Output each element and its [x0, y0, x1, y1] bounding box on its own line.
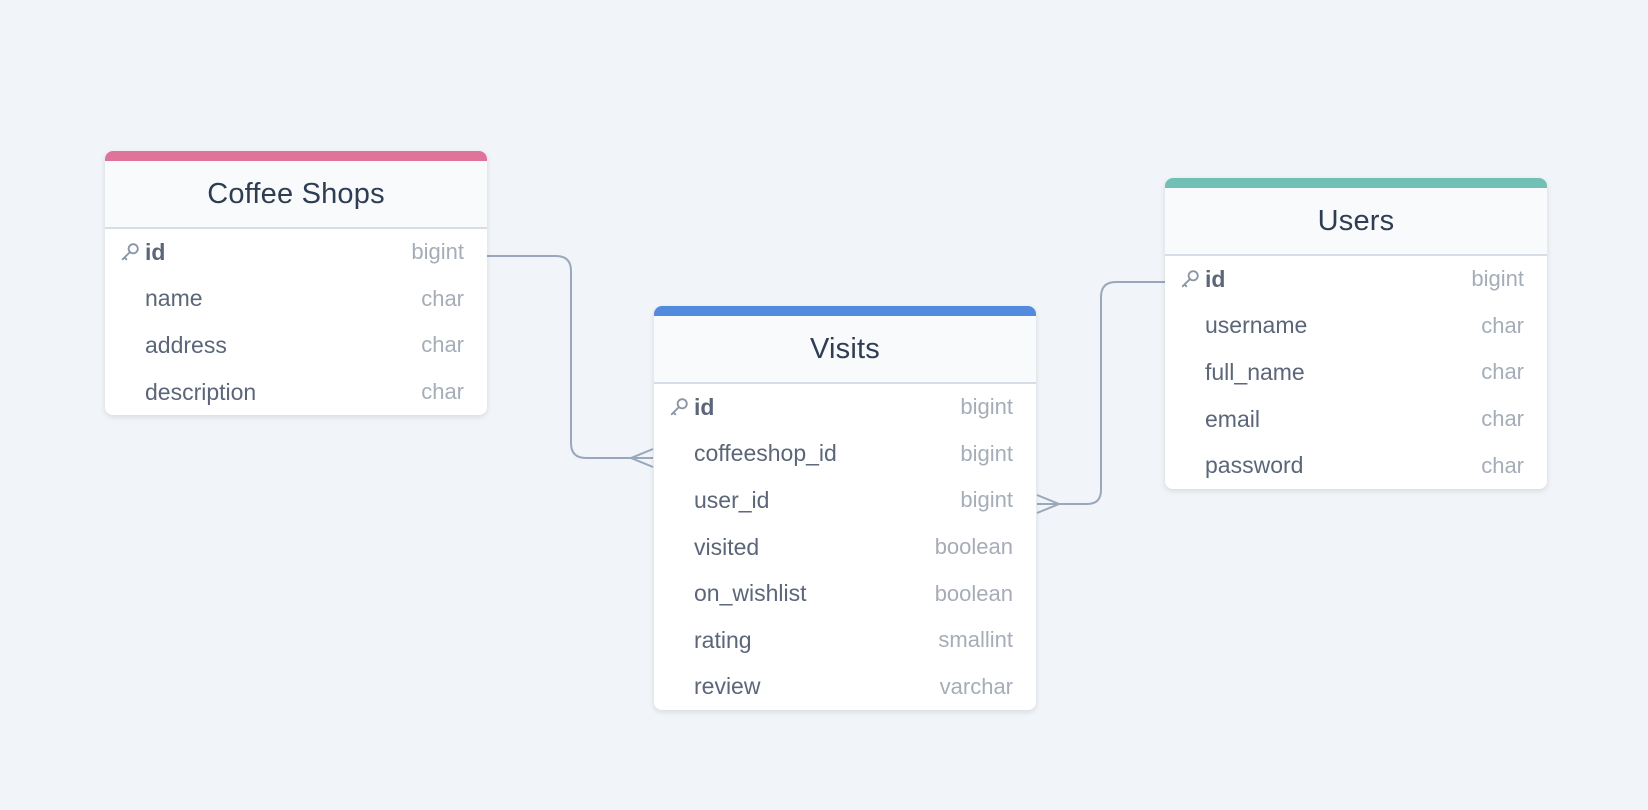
table-row[interactable]: password char	[1165, 442, 1547, 489]
table-row[interactable]: address char	[105, 322, 487, 369]
column-type: bigint	[960, 487, 1013, 513]
table-color-stripe	[654, 306, 1036, 316]
column-type: smallint	[938, 627, 1013, 653]
table-header: Users	[1165, 188, 1547, 256]
column-type: char	[1481, 406, 1524, 432]
column-type: char	[421, 285, 464, 311]
table-row[interactable]: visited boolean	[654, 524, 1036, 571]
column-name: name	[145, 285, 203, 312]
column-name: visited	[694, 533, 760, 560]
crows-foot-visits-user	[1036, 494, 1062, 514]
table-title: Users	[1317, 204, 1395, 237]
column-type: char	[1481, 452, 1524, 478]
column-name: id	[694, 393, 715, 420]
column-name: email	[1205, 405, 1260, 432]
table-row[interactable]: description char	[105, 369, 487, 416]
primary-key-icon	[119, 241, 145, 263]
table-row[interactable]: id bigint	[654, 384, 1036, 431]
table-color-stripe	[105, 151, 487, 161]
column-type: char	[421, 332, 464, 358]
column-name: id	[145, 238, 166, 265]
table-row[interactable]: user_id bigint	[654, 477, 1036, 524]
column-type: bigint	[1471, 266, 1524, 292]
table-title: Visits	[810, 332, 880, 365]
table-users[interactable]: Users id bigint username char full_name …	[1165, 178, 1547, 489]
column-name: review	[694, 673, 761, 700]
table-title: Coffee Shops	[207, 177, 385, 210]
column-type: char	[1481, 359, 1524, 385]
column-name: id	[1205, 265, 1226, 292]
primary-key-icon	[1179, 268, 1205, 290]
column-name: full_name	[1205, 358, 1305, 385]
table-header: Visits	[654, 316, 1036, 384]
table-row[interactable]: review varchar	[654, 664, 1036, 711]
column-type: char	[421, 379, 464, 405]
column-name: on_wishlist	[694, 580, 807, 607]
column-name: address	[145, 331, 227, 358]
column-name: description	[145, 378, 257, 405]
column-name: rating	[694, 626, 752, 653]
column-name: password	[1205, 452, 1304, 479]
column-type: bigint	[960, 440, 1013, 466]
table-columns: id bigint coffeeshop_id bigint user_id b…	[654, 384, 1036, 710]
table-row[interactable]: id bigint	[105, 229, 487, 276]
table-header: Coffee Shops	[105, 161, 487, 229]
column-name: username	[1205, 312, 1308, 339]
column-name: coffeeshop_id	[694, 440, 837, 467]
column-name: user_id	[694, 486, 770, 513]
relation-coffeeshops-to-visits[interactable]	[465, 255, 653, 459]
relation-users-to-visits[interactable]	[1037, 281, 1165, 505]
table-row[interactable]: name char	[105, 276, 487, 323]
table-coffee-shops[interactable]: Coffee Shops id bigint name char address…	[105, 151, 487, 416]
column-type: char	[1481, 312, 1524, 338]
primary-key-icon	[668, 396, 694, 418]
table-columns: id bigint name char address char descrip…	[105, 229, 487, 415]
table-row[interactable]: rating smallint	[654, 617, 1036, 664]
table-row[interactable]: id bigint	[1165, 256, 1547, 303]
table-row[interactable]: on_wishlist boolean	[654, 570, 1036, 617]
crows-foot-visits-coffeeshop	[628, 448, 654, 468]
table-visits[interactable]: Visits id bigint coffeeshop_id bigint us…	[654, 306, 1036, 711]
table-columns: id bigint username char full_name char e…	[1165, 256, 1547, 489]
column-type: boolean	[934, 534, 1013, 560]
table-color-stripe	[1165, 178, 1547, 188]
column-type: boolean	[934, 580, 1013, 606]
column-type: bigint	[411, 239, 464, 265]
column-type: bigint	[960, 394, 1013, 420]
column-type: varchar	[939, 673, 1013, 699]
table-row[interactable]: email char	[1165, 396, 1547, 443]
table-row[interactable]: full_name char	[1165, 349, 1547, 396]
table-row[interactable]: coffeeshop_id bigint	[654, 431, 1036, 478]
table-row[interactable]: username char	[1165, 303, 1547, 350]
